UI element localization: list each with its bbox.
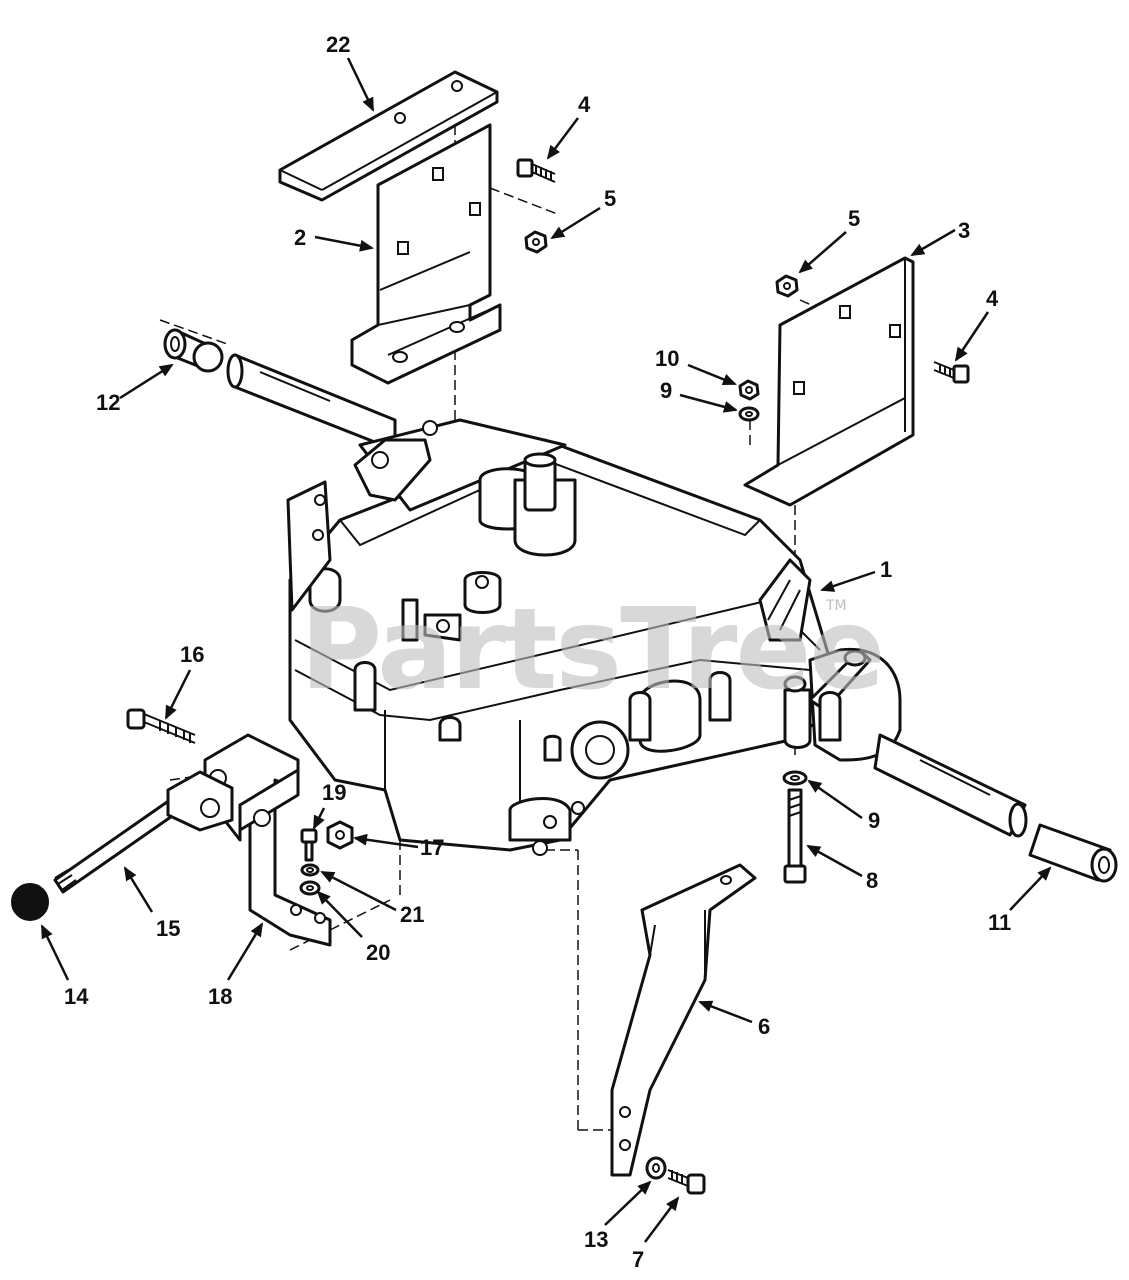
callout-8: 8 — [866, 868, 878, 893]
callout-19: 19 — [322, 780, 346, 805]
part-5-nut-upper — [524, 230, 548, 254]
part-18-u-bracket — [203, 733, 332, 947]
callout-16: 16 — [180, 642, 204, 667]
callout-21: 21 — [400, 902, 424, 927]
part-4-bolt-right — [933, 361, 970, 384]
callout-2: 2 — [294, 225, 306, 250]
part-2-upper-bracket — [350, 123, 502, 385]
callout-3: 3 — [958, 218, 970, 243]
part-22-mounting-plate — [278, 70, 499, 202]
callout-leaders — [40, 57, 1052, 1243]
part-3-side-bracket — [743, 256, 915, 507]
part-15-rod — [53, 770, 234, 894]
part-9-washer-upper — [738, 406, 760, 422]
callout-10: 10 — [655, 346, 679, 371]
callout-22: 22 — [326, 32, 350, 57]
part-9-washer-lower — [782, 770, 808, 786]
part-14-knob — [11, 883, 49, 921]
callout-1: 1 — [880, 557, 892, 582]
part-11-spacer — [1028, 823, 1118, 883]
watermark-trademark: TM — [825, 598, 847, 614]
part-21-washer — [300, 863, 320, 877]
part-13-washer — [645, 1156, 667, 1180]
callout-9-lower: 9 — [868, 808, 880, 833]
part-20-washer — [299, 880, 321, 896]
callout-labels: 22 4 5 2 5 3 4 10 9 12 1 16 19 17 21 20 … — [64, 32, 1011, 1272]
callout-9-upper: 9 — [660, 378, 672, 403]
right-axle-shaft — [873, 733, 1028, 838]
part-19-bolt — [300, 828, 318, 862]
part-6-lower-bracket — [610, 863, 757, 1177]
callout-6: 6 — [758, 1014, 770, 1039]
callout-7: 7 — [632, 1247, 644, 1272]
callout-20: 20 — [366, 940, 390, 965]
callout-4-right: 4 — [986, 286, 999, 311]
callout-12: 12 — [96, 390, 120, 415]
part-17-nut — [326, 820, 354, 850]
part-10-nut — [738, 379, 760, 401]
callout-13: 13 — [584, 1227, 608, 1252]
callout-4-upper: 4 — [578, 92, 591, 117]
callout-15: 15 — [156, 916, 180, 941]
callout-18: 18 — [208, 984, 232, 1009]
part-8-long-bolt — [783, 788, 807, 884]
part-5-nut-right — [775, 274, 799, 298]
watermark: PartsTree TM — [300, 585, 885, 715]
part-4-bolt-upper — [516, 158, 556, 183]
callout-11: 11 — [988, 910, 1011, 935]
part-16-bolt — [126, 708, 196, 744]
callout-17: 17 — [420, 835, 444, 860]
part-7-bolt — [667, 1169, 706, 1195]
watermark-text: PartsTree — [300, 585, 883, 715]
part-1-transaxle-housing — [286, 418, 902, 856]
part-12-spacer — [163, 328, 224, 373]
callout-5-upper: 5 — [604, 186, 616, 211]
callout-5-right: 5 — [848, 206, 860, 231]
callout-14: 14 — [64, 984, 89, 1009]
